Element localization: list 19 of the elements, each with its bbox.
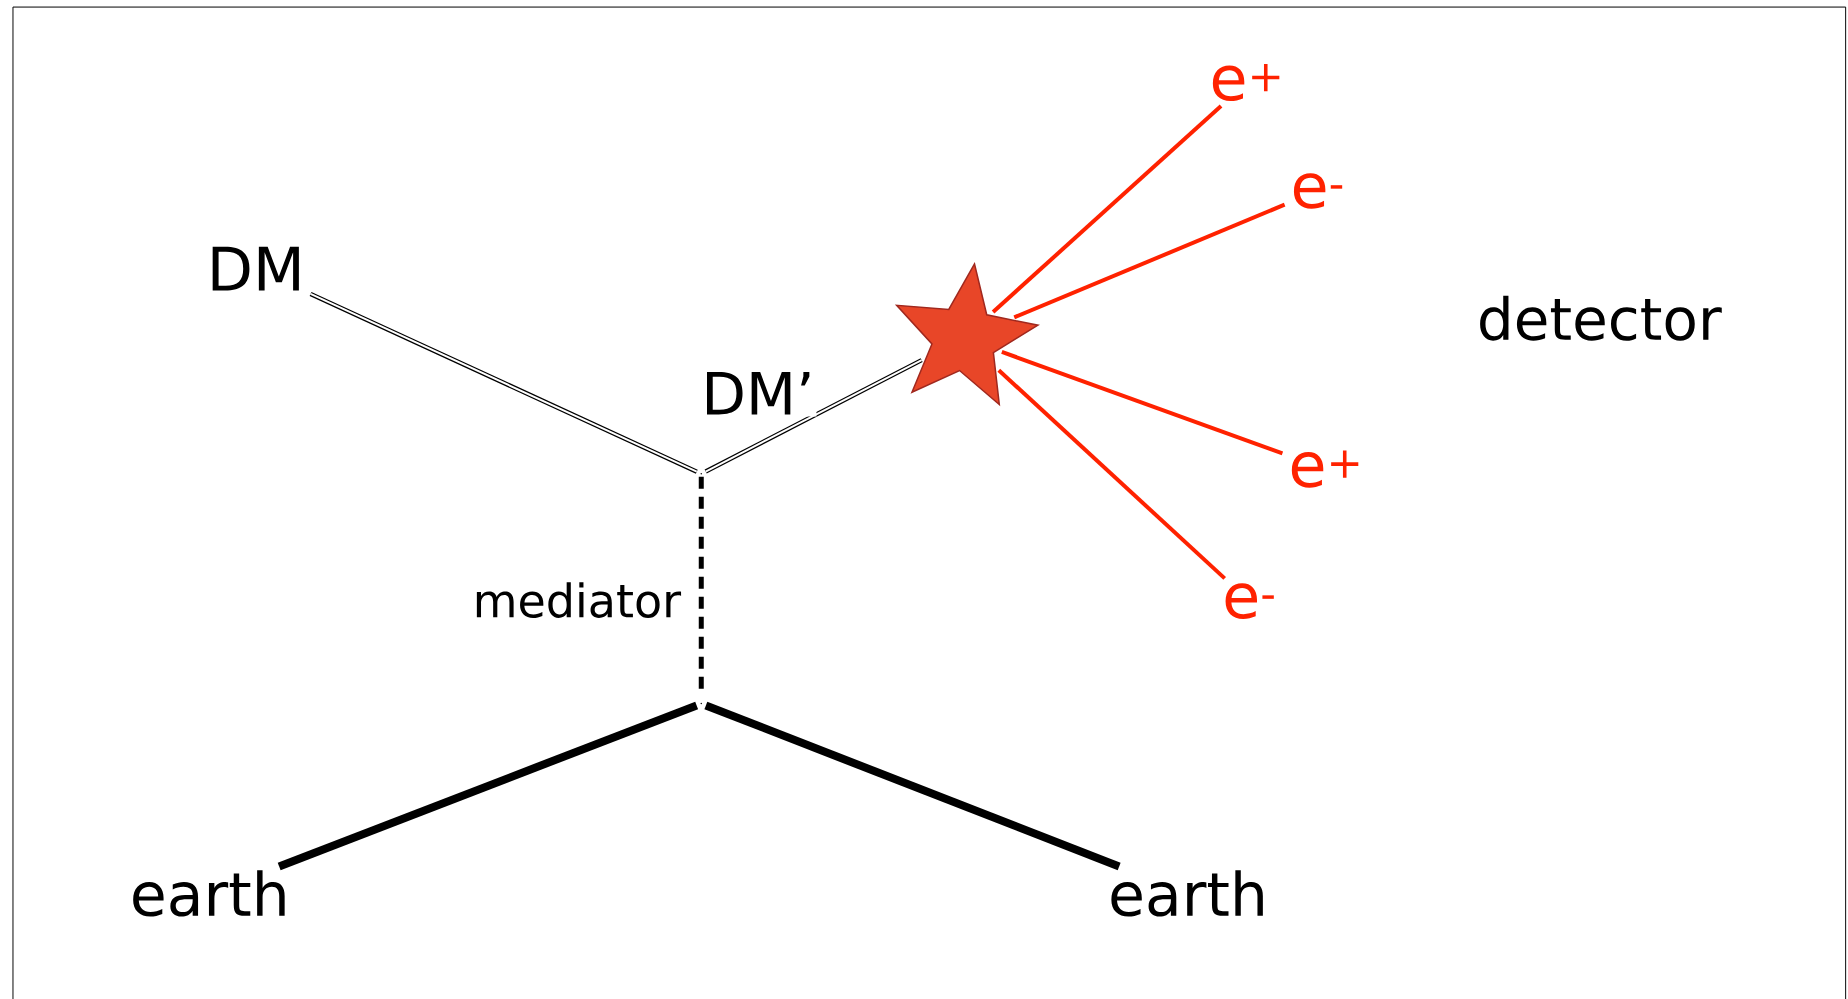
line <box>704 357 923 474</box>
particle-label: e$^{-}$ <box>1225 583 1274 619</box>
particle-label: e$^{-}$ <box>1293 172 1343 209</box>
particle-label: earth <box>133 869 285 917</box>
particle-label: DM <box>212 246 299 291</box>
line <box>1013 202 1286 319</box>
line <box>704 701 1121 870</box>
particle-label: e$^{+}$ <box>1291 450 1359 488</box>
line <box>309 291 698 474</box>
line <box>991 104 1223 314</box>
detector-label: detector <box>1480 295 1722 341</box>
particle-label: e$^{+}$ <box>1212 63 1280 101</box>
line <box>1001 349 1284 456</box>
particle-label: earth <box>1111 869 1263 917</box>
edge-label: mediator <box>470 580 684 620</box>
line <box>698 476 704 689</box>
line <box>997 368 1227 580</box>
line <box>277 701 699 871</box>
edge-label: DM’ <box>699 369 817 417</box>
